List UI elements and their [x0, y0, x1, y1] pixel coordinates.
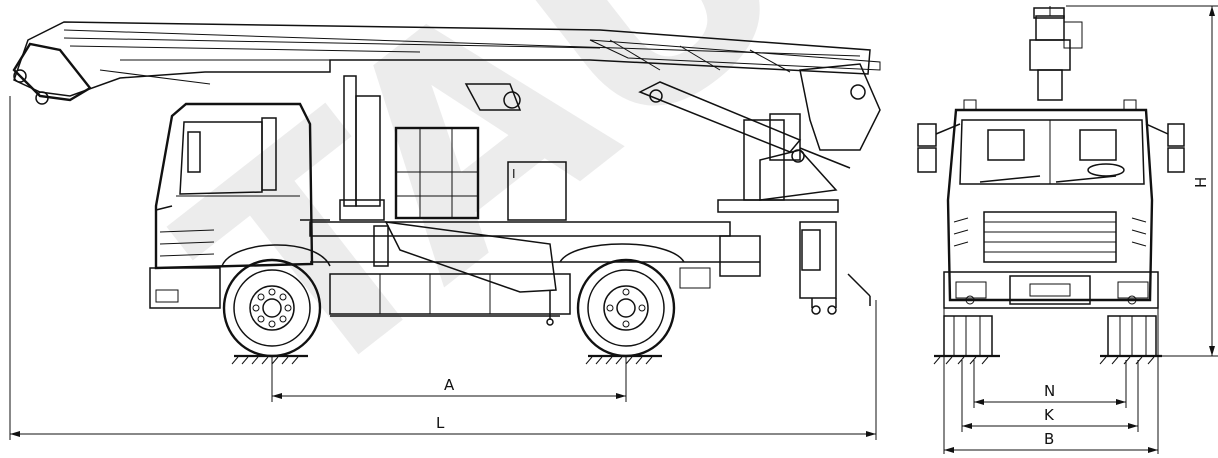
work-basket — [394, 126, 480, 220]
cab — [149, 102, 330, 309]
dimension-h: H — [1066, 5, 1218, 357]
dimension-k: K — [961, 360, 1139, 432]
dimension-n: N — [973, 360, 1127, 408]
dimension-h-label: H — [1192, 177, 1210, 188]
front-view: N K B H — [917, 5, 1218, 454]
boom — [12, 21, 881, 169]
dimension-k-label: K — [1044, 406, 1055, 424]
dimension-a: A — [271, 356, 627, 402]
turntable — [717, 113, 871, 315]
front-tires — [943, 315, 1157, 357]
dimension-l: L — [9, 96, 877, 440]
ground-marks — [231, 354, 662, 365]
control-box-label: I — [512, 167, 516, 181]
dimension-b-label: B — [1044, 430, 1054, 448]
side-view: I — [9, 21, 881, 440]
dimension-n-label: N — [1044, 382, 1055, 400]
dimension-l-label: L — [436, 414, 445, 432]
rear-wheel — [576, 258, 676, 358]
mast — [339, 75, 385, 221]
control-box: I — [507, 161, 567, 221]
dimension-a-label: A — [444, 376, 455, 394]
front-ground-marks — [933, 354, 1162, 365]
dimension-b: B — [943, 300, 1159, 454]
front-cab — [917, 99, 1185, 309]
front-boom-head — [1029, 6, 1083, 101]
chassis-frame — [309, 221, 761, 326]
